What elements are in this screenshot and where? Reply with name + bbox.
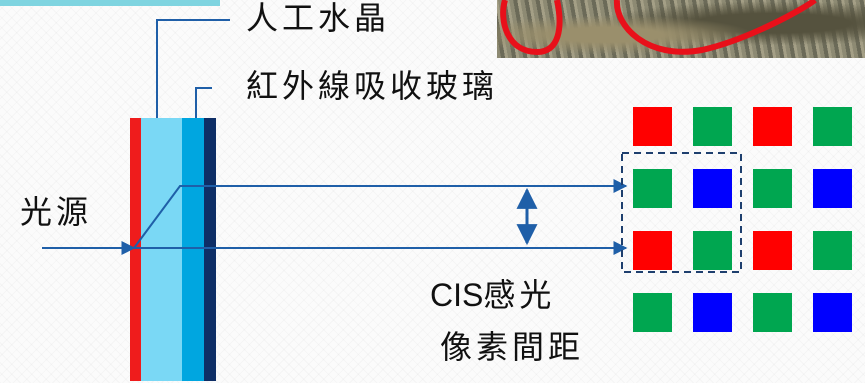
artificial-crystal-label: 人工水晶 — [246, 0, 391, 37]
crystal-leader-line — [156, 19, 230, 118]
crystal-outer-layer — [141, 118, 182, 381]
pixel-green — [693, 231, 732, 270]
red-coating-layer — [130, 118, 141, 381]
cis-prefix-label: CIS — [430, 277, 484, 313]
photo-red-outline — [500, 0, 817, 56]
pixel-red — [753, 107, 792, 146]
pixel-green — [813, 231, 852, 270]
pixel-green — [633, 169, 672, 208]
pixel-green — [753, 169, 792, 208]
cis-label: CIS感光 — [430, 279, 555, 311]
refracted-ray — [133, 179, 628, 249]
ir-glass-layer — [204, 118, 216, 381]
top-accent-bar — [0, 0, 220, 6]
lens-photo — [497, 0, 865, 58]
pixel-blue — [693, 293, 732, 332]
pixel-red — [633, 231, 672, 270]
light-source-label: 光源 — [20, 193, 93, 231]
pixel-green — [693, 107, 732, 146]
pixel-green — [813, 107, 852, 146]
crystal-inner-layer — [182, 118, 204, 381]
pixel-blue — [813, 293, 852, 332]
pixel-green — [633, 293, 672, 332]
pixel-pitch-label: 像素間距 — [440, 328, 585, 366]
pixel-green — [753, 293, 792, 332]
cis-suffix-label: 感光 — [483, 276, 556, 314]
pixel-red — [633, 107, 672, 146]
glass-leader-line — [195, 87, 212, 118]
pixel-blue — [813, 169, 852, 208]
pixel-red — [753, 231, 792, 270]
bayer-pixel-grid — [633, 107, 852, 332]
pixel-blue — [693, 169, 732, 208]
ir-absorbing-glass-label: 紅外線吸收玻璃 — [246, 67, 499, 105]
